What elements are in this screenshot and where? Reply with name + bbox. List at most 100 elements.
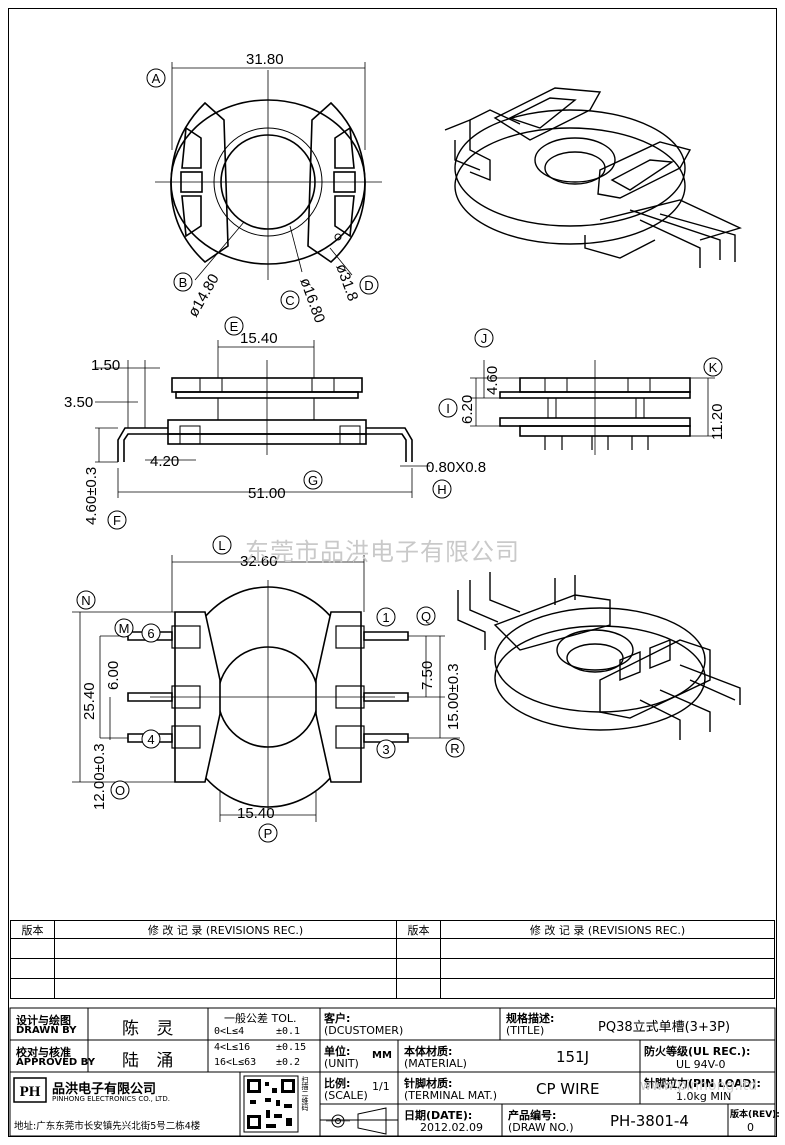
company-cn: 品洪电子有限公司 bbox=[52, 1082, 157, 1097]
label-o: O bbox=[110, 780, 130, 800]
svg-text:P: P bbox=[264, 826, 273, 841]
watermark-url: www.pinhong.ltd bbox=[640, 1078, 758, 1094]
unit-en: (UNIT) bbox=[324, 1057, 359, 1070]
dim-15-00: 15.00±0.3 bbox=[445, 663, 462, 730]
svg-text:3: 3 bbox=[382, 742, 389, 757]
label-l: L bbox=[212, 535, 232, 555]
material-en: (MATERIAL) bbox=[404, 1057, 467, 1070]
ul-value: UL 94V-0 bbox=[676, 1058, 726, 1071]
dim-32-60: 32.60 bbox=[240, 553, 278, 570]
label-n: N bbox=[76, 590, 96, 610]
svg-text:H: H bbox=[437, 482, 446, 497]
revisions-table: 版本 修 改 记 录 (REVISIONS REC.) 版本 修 改 记 录 (… bbox=[10, 920, 775, 999]
company-address: 地址:广东东莞市长安镇先兴北街5号二栋4楼 bbox=[14, 1121, 201, 1132]
dim-25-40: 25.40 bbox=[81, 682, 98, 720]
label-c: C bbox=[280, 290, 300, 310]
qr-code bbox=[243, 1075, 299, 1133]
terminal-value: CP WIRE bbox=[536, 1080, 600, 1098]
company-logo: PH bbox=[13, 1077, 47, 1103]
svg-text:I: I bbox=[446, 401, 450, 416]
label-p: P bbox=[258, 823, 278, 843]
watermark: 东莞市品洪电子有限公司 bbox=[245, 538, 520, 566]
svg-text:J: J bbox=[481, 331, 488, 346]
svg-text:F: F bbox=[113, 513, 121, 528]
dim-31-80: 31.80 bbox=[246, 51, 284, 68]
approved-en: APPROVED BY bbox=[16, 1057, 95, 1068]
company-en: PINHONG ELECTRONICS CO., LTD. bbox=[52, 1095, 170, 1103]
ul-cn: 防火等级(UL REC.): bbox=[644, 1045, 751, 1058]
scale-value: 1/1 bbox=[372, 1080, 390, 1093]
label-h: H bbox=[432, 479, 452, 499]
label-m: M bbox=[114, 618, 134, 638]
label-b: B bbox=[173, 272, 193, 292]
material-cn: 本体材质: bbox=[404, 1045, 453, 1058]
date-value: 2012.02.09 bbox=[420, 1121, 483, 1134]
title-value: PQ38立式单槽(3+3P) bbox=[598, 1020, 731, 1035]
bottom-view bbox=[72, 555, 460, 822]
label-k: K bbox=[703, 357, 723, 377]
scale-cn: 比例: bbox=[324, 1077, 351, 1090]
svg-text:K: K bbox=[709, 360, 718, 375]
dim-4-20: 4.20 bbox=[150, 453, 179, 470]
pin-label-4: 4 bbox=[141, 729, 161, 749]
svg-text:G: G bbox=[308, 473, 318, 488]
dim-6-00: 6.00 bbox=[105, 661, 122, 690]
designer-name: 陈 灵 bbox=[122, 1019, 180, 1039]
dim-pin: 0.80X0.8 bbox=[426, 459, 486, 476]
label-q: Q bbox=[416, 606, 436, 626]
side-view bbox=[470, 360, 715, 455]
tolerance-title: 一般公差 TOL. bbox=[224, 1012, 297, 1025]
approver-name: 陆 涌 bbox=[122, 1051, 180, 1071]
drawno-cn: 产品编号: bbox=[508, 1109, 557, 1122]
dim-f: 4.60±0.3 bbox=[83, 467, 100, 525]
iso-view-bottom bbox=[457, 572, 741, 740]
label-f: F bbox=[107, 510, 127, 530]
svg-text:R: R bbox=[450, 741, 459, 756]
dim-3-50: 3.50 bbox=[64, 394, 93, 411]
unit-value: MM bbox=[372, 1050, 392, 1061]
svg-text:D: D bbox=[364, 278, 373, 293]
designed-en: DRAWN BY bbox=[16, 1025, 77, 1036]
dim-15-40-bottom: 15.40 bbox=[237, 805, 275, 822]
svg-text:4: 4 bbox=[147, 732, 154, 747]
rev-cn: 版本(REV): bbox=[730, 1110, 780, 1120]
front-view bbox=[95, 340, 430, 498]
dim-j: 4.60 bbox=[484, 366, 501, 395]
dim-i: 6.20 bbox=[459, 395, 476, 424]
pin-label-6: 6 bbox=[141, 623, 161, 643]
pin-label-1: 1 bbox=[376, 607, 396, 627]
label-r: R bbox=[445, 738, 465, 758]
designed-cn: 设计与绘图 bbox=[16, 1014, 71, 1027]
drawno-value: PH-3801-4 bbox=[610, 1112, 689, 1130]
dim-7-50: 7.50 bbox=[419, 661, 436, 690]
tol-row-3-value: ±0.2 bbox=[276, 1057, 301, 1068]
svg-text:N: N bbox=[81, 593, 90, 608]
tol-row-2-value: ±0.15 bbox=[276, 1042, 307, 1053]
label-e: E bbox=[224, 316, 244, 336]
terminal-cn: 针脚材质: bbox=[404, 1077, 453, 1090]
title-cn: 规格描述: bbox=[506, 1012, 555, 1025]
svg-text:C: C bbox=[285, 293, 294, 308]
svg-text:PH: PH bbox=[20, 1084, 41, 1100]
label-g: G bbox=[303, 470, 323, 490]
svg-text:6: 6 bbox=[147, 626, 154, 641]
svg-text:E: E bbox=[230, 319, 239, 334]
dim-15-40-top: 15.40 bbox=[240, 330, 278, 347]
drawno-en: (DRAW NO.) bbox=[508, 1121, 574, 1134]
svg-text:L: L bbox=[218, 538, 225, 553]
svg-text:M: M bbox=[119, 621, 130, 636]
rev-value: 0 bbox=[747, 1121, 754, 1134]
dim-12-00: 12.00±0.3 bbox=[91, 743, 108, 810]
tol-row-1-value: ±0.1 bbox=[276, 1026, 301, 1037]
iso-view-top bbox=[444, 87, 742, 268]
svg-text:Q: Q bbox=[421, 609, 431, 624]
date-cn: 日期(DATE): bbox=[404, 1109, 473, 1122]
tol-row-3-range: 16<L≤63 bbox=[214, 1057, 257, 1068]
tol-row-1-range: 0<L≤4 bbox=[214, 1026, 245, 1037]
scale-en: (SCALE) bbox=[324, 1089, 368, 1102]
pinload-value: 1.0kg MIN bbox=[676, 1090, 732, 1103]
customer-cn: 客户: bbox=[324, 1012, 351, 1025]
title-en: (TITLE) bbox=[506, 1024, 545, 1037]
svg-text:1: 1 bbox=[382, 610, 389, 625]
